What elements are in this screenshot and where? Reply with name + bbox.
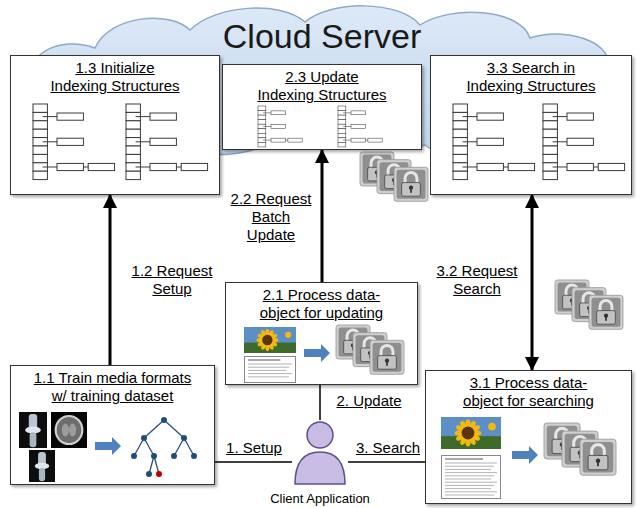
xray-image (19, 412, 47, 448)
process-box: 3.1 Process data-object for searching (425, 370, 632, 504)
index-structure (33, 104, 115, 180)
index-structure (453, 104, 535, 180)
connector-line (348, 461, 425, 463)
connector-line (319, 385, 321, 420)
edge-label: 2. Update (328, 392, 410, 410)
padlock-icon (336, 325, 370, 359)
document-thumbnail (442, 456, 501, 499)
edge-label: 1.2 Request Setup (126, 262, 218, 298)
request-arrow (321, 150, 324, 282)
xray-image (29, 450, 55, 482)
cloud-region: Cloud Server1.3 Initialize Indexing Stru… (0, 0, 644, 200)
process-box: 3.3 Search in Indexing Structures (430, 55, 632, 195)
index-structure (126, 104, 208, 180)
process-box: 1.3 Initialize Indexing Structures (10, 55, 220, 195)
sunflower-photo (244, 327, 296, 353)
person-body (295, 452, 345, 484)
model-tree (131, 417, 197, 477)
edge-label: 2.2 Request Batch Update (226, 190, 316, 244)
box-title: 1.3 Initialize Indexing Structures (16, 59, 214, 95)
index-structure (338, 106, 382, 147)
transform-arrow (304, 344, 330, 362)
document-thumbnail (245, 357, 296, 383)
request-arrow (109, 195, 112, 365)
process-box: 2.3 Update Indexing Structures (222, 64, 422, 150)
person-head (307, 422, 333, 448)
request-arrow (531, 195, 534, 370)
client-actor: Client Application (292, 420, 348, 486)
process-box: 1.1 Train media formats w/ training data… (10, 365, 215, 485)
padlock-icon (580, 439, 616, 475)
actor-label: Client Application (255, 491, 385, 507)
box-title: 2.1 Process data-object for updating (231, 286, 412, 322)
sunflower-photo (441, 417, 501, 449)
index-structure (258, 106, 302, 147)
brain-scan-image (51, 412, 87, 448)
padlock-icon (544, 423, 580, 459)
box-title: 3.1 Process data-object for searching (431, 374, 626, 410)
transform-arrow (512, 446, 538, 464)
padlock-icon (353, 333, 387, 367)
cloud-title: Cloud Server (223, 16, 421, 56)
client-actor-art (292, 420, 348, 486)
process-box-art (426, 371, 633, 505)
box-title: 3.3 Search in Indexing Structures (436, 59, 626, 95)
padlock-icon (562, 431, 598, 467)
edge-label: 3. Search (352, 439, 424, 457)
edge-label: 1. Setup (218, 439, 290, 457)
transform-arrow (95, 437, 121, 455)
box-title: 2.3 Update Indexing Structures (228, 68, 416, 104)
box-title: 1.1 Train media formats w/ training data… (16, 369, 209, 405)
padlock-icon (394, 167, 428, 201)
padlock-icon (370, 340, 404, 374)
padlock-icon (589, 295, 623, 329)
connector-line (215, 461, 292, 463)
process-box: 2.1 Process data-object for updating (225, 282, 418, 385)
edge-label: 3.2 Request Search (430, 262, 524, 298)
index-structure (543, 104, 625, 180)
